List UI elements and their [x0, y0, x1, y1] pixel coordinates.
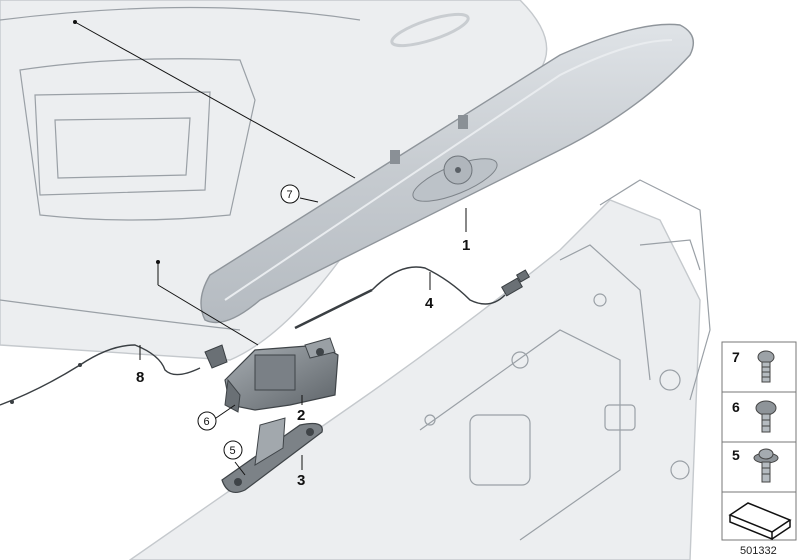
callout-2: 2	[297, 407, 305, 424]
svg-text:501332: 501332	[740, 545, 777, 557]
svg-text:7: 7	[732, 349, 740, 365]
svg-text:1: 1	[462, 237, 470, 254]
emblem-wings	[412, 155, 498, 202]
lock-actuator-part	[224, 337, 339, 413]
tailgate-handle-part	[200, 23, 694, 324]
angle-bracket-icon	[728, 502, 792, 541]
callout-7-circled: 7	[280, 184, 300, 204]
brand-lettering-ghost	[390, 12, 470, 48]
svg-text:4: 4	[425, 295, 434, 312]
fastener-legend: 7 6 5	[721, 341, 797, 541]
svg-text:8: 8	[136, 369, 144, 386]
cable-part	[294, 266, 531, 330]
callout-1: 1	[462, 237, 470, 254]
callout-5-circled: 5	[223, 440, 243, 460]
svg-text:5: 5	[732, 447, 740, 463]
leader-lines	[73, 20, 467, 476]
svg-text:6: 6	[204, 416, 210, 428]
svg-text:6: 6	[732, 399, 740, 415]
callout-3: 3	[297, 472, 305, 489]
flange-screw-icon	[753, 448, 779, 483]
svg-text:5: 5	[230, 445, 236, 457]
striker-plate-part	[221, 417, 323, 493]
callout-4: 4	[425, 295, 434, 312]
screw-icon	[757, 350, 775, 383]
hex-head-screw-icon	[755, 400, 777, 433]
svg-text:3: 3	[297, 472, 305, 489]
svg-text:7: 7	[287, 189, 293, 201]
svg-text:2: 2	[297, 407, 305, 424]
image-number: 501332	[740, 545, 777, 557]
callout-8: 8	[136, 369, 144, 386]
cable-lower-part	[0, 344, 228, 406]
callout-6-circled: 6	[197, 411, 217, 431]
